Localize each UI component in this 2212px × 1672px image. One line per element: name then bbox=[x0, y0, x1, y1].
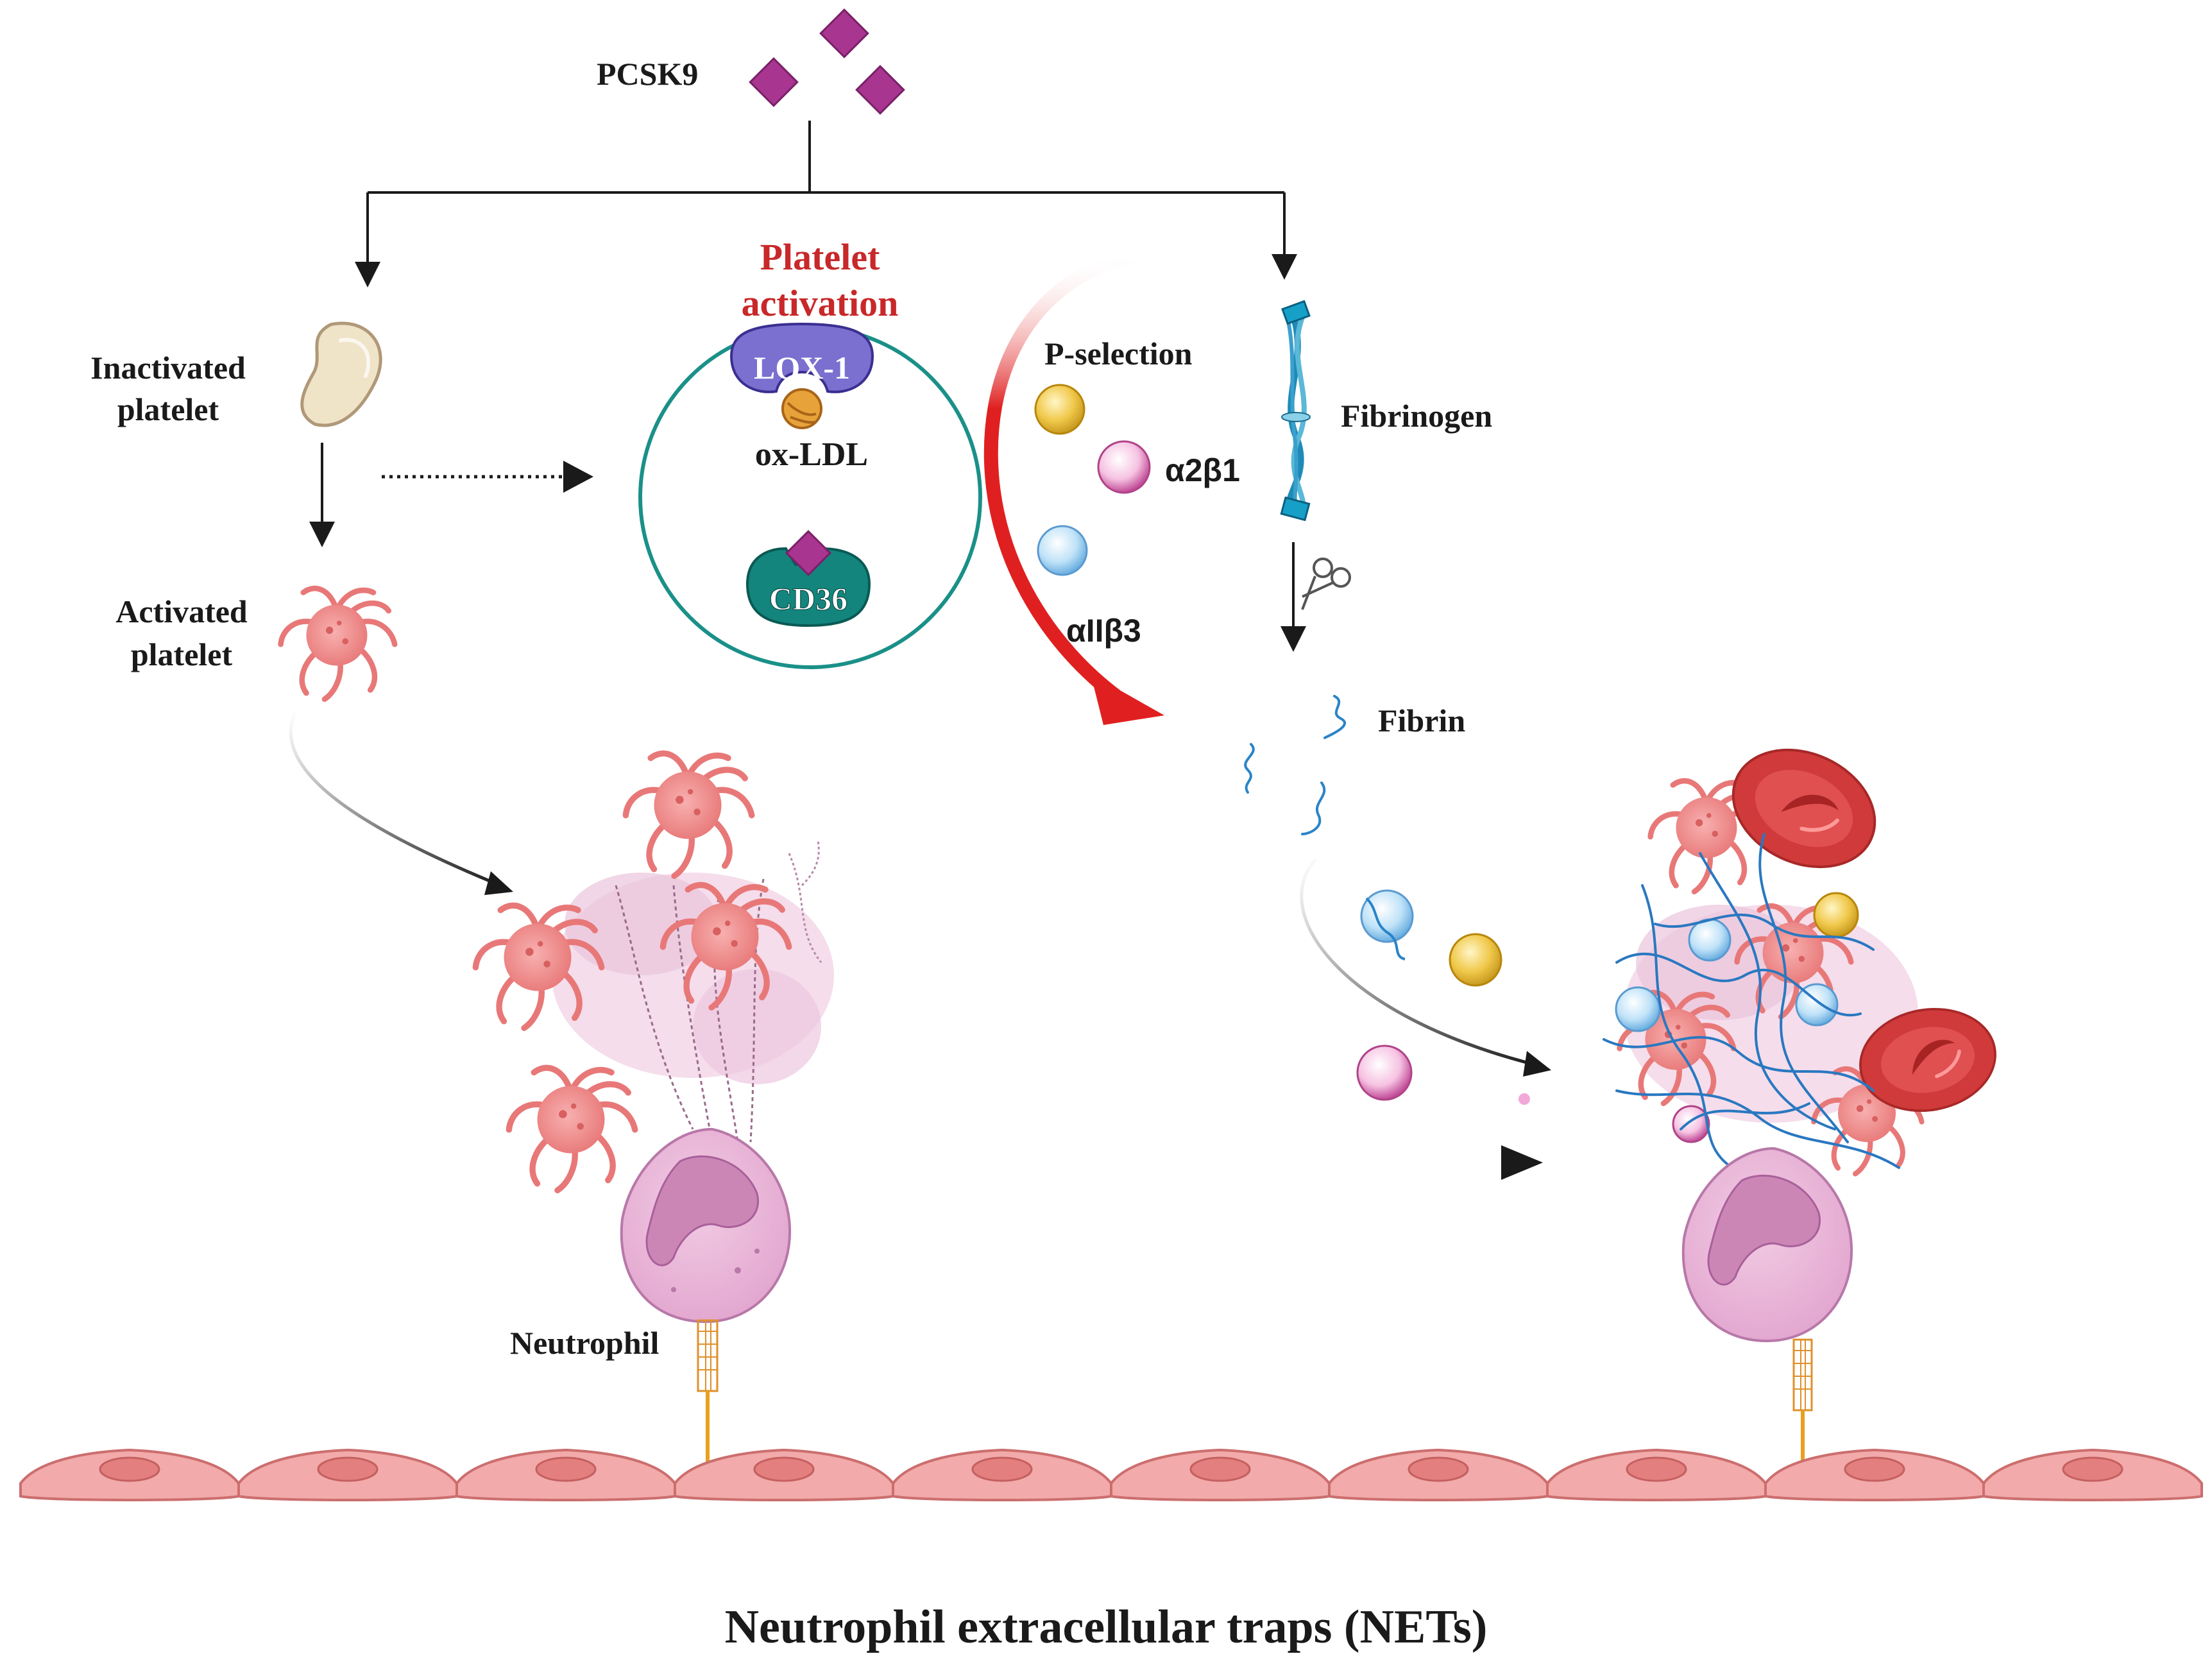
cd36-label: CD36 bbox=[769, 581, 847, 617]
left-neutrophil bbox=[620, 1127, 792, 1324]
yellow-sphere bbox=[1449, 933, 1502, 987]
platelet-activation-title-2: activation bbox=[742, 282, 899, 324]
pcsk9-diamond bbox=[749, 57, 799, 107]
inactivated-platelet-label: Inactivated bbox=[90, 350, 246, 386]
cd36-receptor: CD36 bbox=[745, 529, 871, 627]
endothelial-cell bbox=[19, 1449, 240, 1501]
left-platelet-4 bbox=[509, 1068, 634, 1190]
blue-sphere-with-fibrin bbox=[1360, 889, 1414, 960]
ox-ldl-label: ox-LDL bbox=[755, 436, 868, 473]
horizontal-arrow-head bbox=[1501, 1145, 1543, 1180]
pcsk9-label: PCSK9 bbox=[597, 56, 698, 92]
a2b1-label: α2β1 bbox=[1165, 452, 1240, 488]
pcsk9-bound-diamond bbox=[785, 529, 832, 577]
figure-title: Neutrophil extracellular traps (NETs) bbox=[725, 1601, 1488, 1653]
pcsk9-diamond bbox=[819, 8, 869, 58]
pcsk9-branch-connector bbox=[355, 121, 1297, 287]
p-selection-label: P-selection bbox=[1044, 336, 1193, 371]
lox1-label: LOX-1 bbox=[754, 350, 850, 386]
neutrophil-label: Neutrophil bbox=[510, 1325, 659, 1361]
clot-blue-sphere-2 bbox=[1615, 986, 1661, 1032]
endothelial-cell bbox=[892, 1449, 1112, 1501]
endothelial-cell bbox=[237, 1449, 458, 1501]
a2b1-sphere bbox=[1097, 440, 1151, 494]
a2b3-label: αIIβ3 bbox=[1066, 613, 1141, 649]
small-pink-dot bbox=[1519, 1093, 1530, 1105]
pcsk9-diamond bbox=[855, 65, 905, 115]
right-neutrophil bbox=[1681, 1147, 1853, 1343]
left-platelet-1 bbox=[625, 753, 751, 876]
endothelial-cell bbox=[1982, 1449, 2203, 1501]
pink-sphere bbox=[1356, 1045, 1413, 1101]
clot-yellow-sphere bbox=[1813, 892, 1859, 938]
curved-arrow-head bbox=[484, 871, 513, 895]
ox-ldl-particle bbox=[781, 388, 822, 429]
fibrin-mesh bbox=[1603, 833, 1900, 1169]
pcsk9-molecules bbox=[749, 8, 905, 115]
platelet-activation-title: Platelet bbox=[760, 236, 880, 278]
curved-arrow-to-neutrophil bbox=[289, 711, 501, 887]
a2b3-sphere bbox=[1037, 525, 1088, 576]
red-arrow-head bbox=[1091, 674, 1164, 725]
endothelial-cell bbox=[455, 1449, 676, 1501]
red-curved-arrow bbox=[983, 246, 1155, 703]
curved-arrow-to-clot-head bbox=[1523, 1051, 1551, 1077]
endothelial-cell bbox=[1328, 1449, 1549, 1501]
fibrin-label: Fibrin bbox=[1378, 703, 1465, 738]
scissors-icon bbox=[1301, 558, 1351, 610]
activated-platelet-label: Activated bbox=[115, 593, 248, 629]
lox1-receptor: LOX-1 bbox=[729, 322, 874, 393]
activated-platelet-icon bbox=[281, 588, 395, 699]
left-neutrophil-adhesion-stalk bbox=[697, 1319, 719, 1469]
activated-platelet-label-2: platelet bbox=[131, 636, 233, 672]
red-blood-cell-1 bbox=[1714, 728, 1894, 889]
right-neutrophil-adhesion-stalk bbox=[1792, 1338, 1813, 1469]
clot-pink-sphere bbox=[1672, 1105, 1710, 1143]
curved-arrow-to-clot bbox=[1300, 858, 1537, 1067]
fibrinogen-label: Fibrinogen bbox=[1341, 398, 1492, 434]
endothelial-cell bbox=[1546, 1449, 1767, 1501]
inactivated-platelet-label-2: platelet bbox=[117, 391, 219, 427]
p-selectin-sphere bbox=[1034, 384, 1085, 435]
inactivated-platelet-icon bbox=[300, 321, 382, 427]
clot-blue-sphere-1 bbox=[1688, 918, 1731, 962]
endothelial-cell bbox=[1110, 1449, 1331, 1501]
endothelial-cell bbox=[1764, 1449, 1985, 1501]
endothelium-layer bbox=[19, 1449, 2203, 1501]
fibrinogen-molecule bbox=[1280, 300, 1311, 522]
dotted-arrow-head bbox=[563, 461, 593, 493]
fibrin-fragments bbox=[1244, 695, 1347, 835]
